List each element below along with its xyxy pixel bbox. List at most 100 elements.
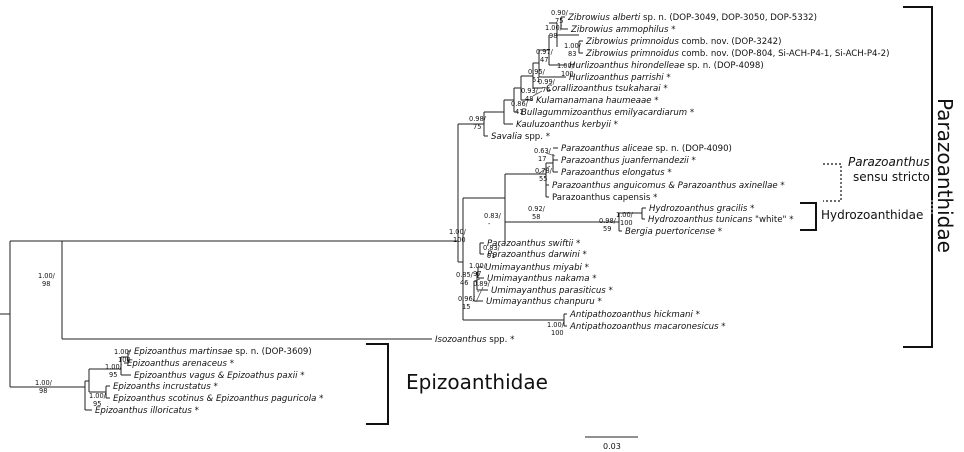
support-value: 95 — [93, 400, 101, 408]
taxon-label: Umimayanthus chanpuru * — [486, 297, 602, 307]
taxon-label: Epizoanthus arenaceus * — [127, 359, 235, 369]
support-value: 95 — [109, 371, 117, 379]
taxon-label: Parazoanthus swiftii * — [487, 239, 581, 249]
support-value: 55 — [539, 175, 547, 183]
support-value: 0.86/ — [511, 100, 529, 108]
support-value: 17 — [538, 155, 546, 163]
taxon-label: Hydrozoanthus tunicans "white" * — [648, 215, 794, 225]
taxon-label: Parazoanthus juanfernandezii * — [561, 156, 697, 166]
taxon-label: Bullagummizoanthus emilyacardiarum * — [521, 108, 695, 118]
taxon-label: Epizoanthus scotinus & Epizoanthus pagur… — [113, 394, 324, 404]
support-value: 98 — [42, 280, 50, 288]
support-value: 46 — [460, 279, 468, 287]
support-value: 0.85/ — [456, 271, 474, 279]
support-value: 41 — [515, 108, 523, 116]
support-value: 1.00/ — [89, 392, 107, 400]
epizoanthidae-bracket — [366, 343, 389, 425]
parazoanthidae-bracket — [903, 6, 933, 348]
taxon-labels: Zibrowius alberti sp. n. (DOP-3049, DOP-… — [95, 13, 889, 416]
support-value: 100 — [118, 356, 131, 364]
epizoanthidae-label: Epizoanthidae — [406, 370, 548, 394]
taxon-label: Antipathozoanthus hickmani * — [569, 310, 701, 320]
support-value: 0.96/ — [458, 295, 476, 303]
hydrozoanthidae-bracket — [800, 202, 817, 231]
taxon-label: Epizoanthus martinsae sp. n. (DOP-3609) — [134, 347, 312, 357]
sensu-stricto-genus-label: Parazoanthus — [848, 155, 930, 169]
taxon-label: Hurlizoanthus hirondelleae sp. n. (DOP-4… — [569, 61, 764, 71]
support-pointer — [545, 152, 556, 157]
support-value: 0.90/ — [551, 9, 569, 17]
taxon-label: Zibrowius alberti sp. n. (DOP-3049, DOP-… — [567, 13, 817, 23]
support-value: 97 — [473, 270, 481, 278]
support-value: 1.00/ — [35, 379, 53, 387]
scale-bar-label: 0.03 — [603, 442, 621, 451]
support-value: 91 — [487, 252, 495, 260]
support-value: 75 — [473, 123, 481, 131]
support-value: 0.92/ — [528, 205, 546, 213]
support-value: 1.00/ — [449, 228, 467, 236]
support-value: - — [488, 220, 491, 228]
support-value: 98 — [549, 32, 557, 40]
support-value: 1.00/ — [114, 348, 132, 356]
support-value: 83 — [568, 50, 576, 58]
support-value: 98 — [39, 387, 47, 395]
parazoanthidae-label: Parazoanthidae — [933, 98, 957, 253]
support-value: 1.00/ — [38, 272, 56, 280]
taxon-label: Parazoanthus aliceae sp. n. (DOP-4090) — [561, 144, 732, 154]
support-value: 1.00/ — [547, 321, 565, 329]
sensu-stricto-bracket — [823, 163, 842, 202]
taxon-label: Kauluzoanthus kerbyii * — [516, 120, 619, 130]
support-value: 0.89/ — [473, 280, 491, 288]
taxon-label: Umimayanthus parasiticus * — [491, 286, 613, 296]
support-value: 48 — [525, 95, 533, 103]
support-value: 0.97/ — [536, 48, 554, 56]
taxon-label: Antipathozoanthus macaronesicus * — [569, 322, 726, 332]
support-values: 0.90/751.00/981.00/830.97/471.00/1000.95… — [35, 9, 634, 408]
support-value: 100 — [620, 219, 633, 227]
support-pointer — [473, 278, 481, 282]
support-value: 47 — [540, 56, 548, 64]
support-value: 0.99/ — [538, 78, 556, 86]
taxon-label: Savalia spp. * — [491, 132, 551, 142]
support-value: 0.63/ — [534, 147, 552, 155]
taxon-label: Zibrowius primnoidus comb. nov. (DOP-804… — [585, 49, 889, 59]
support-value: 1.00/ — [564, 42, 582, 50]
taxon-label: Hydrozoanthus gracilis * — [649, 204, 755, 214]
support-value: 59 — [603, 225, 611, 233]
taxon-label: Zibrowius ammophilus * — [570, 25, 676, 35]
support-value: 100 — [453, 236, 466, 244]
sensu-stricto-suffix-label: sensu stricto — [853, 170, 930, 184]
taxon-label: Epizoanthus illoricatus * — [95, 406, 200, 416]
support-value: 15 — [462, 303, 470, 311]
taxon-label: Zibrowius primnoidus comb. nov. (DOP-324… — [585, 37, 781, 47]
hydrozoanthidae-label: Hydrozoanthidae — [821, 208, 923, 222]
support-value: 1.00/ — [545, 24, 563, 32]
support-value: - — [477, 288, 480, 296]
taxon-label: Corallizoanthus tsukaharai * — [546, 84, 668, 94]
support-pointer — [537, 165, 551, 175]
taxon-label: Epizoanthus vagus & Epizoathus paxii * — [134, 371, 305, 381]
taxon-label: Parazoanthus darwini * — [487, 250, 587, 260]
taxon-label: Isozoanthus spp. * — [435, 335, 515, 345]
support-pointer — [475, 286, 484, 303]
taxon-label: Hurlizoanthus parrishi * — [569, 73, 671, 83]
support-value: 1.00/ — [616, 211, 634, 219]
support-value: 1.00/ — [105, 363, 123, 371]
support-value: 1.00/ — [557, 62, 575, 70]
support-value: 76 — [542, 86, 550, 94]
support-value: 0.98/ — [599, 217, 617, 225]
support-value: 75 — [555, 17, 563, 25]
support-pointer — [532, 90, 543, 97]
tree-branches — [0, 16, 646, 411]
taxon-label: Kulamanamana haumeaae * — [536, 96, 659, 106]
support-value: 100 — [551, 329, 564, 337]
taxon-label: Umimayanthus miyabi * — [485, 263, 590, 273]
taxon-label: Umimayanthus nakama * — [487, 274, 597, 284]
support-value: 58 — [532, 213, 540, 221]
support-value: 51 — [532, 76, 540, 84]
taxon-label: Parazoanthus anguicomus & Parazoanthus a… — [552, 181, 785, 191]
taxon-label: Parazoanthus capensis * — [552, 193, 658, 203]
support-value: 100 — [561, 70, 574, 78]
support-value: 1.00/ — [469, 262, 487, 270]
